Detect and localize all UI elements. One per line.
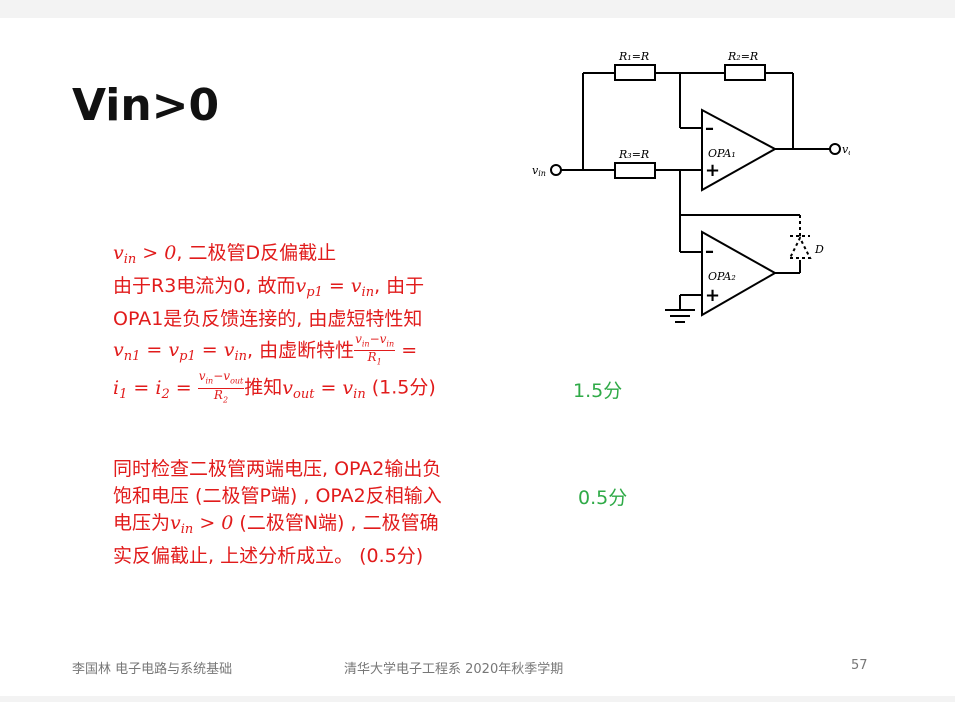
score-1: 1.5分 <box>573 380 623 402</box>
footer-course: 李国林 电子电路与系统基础 <box>72 662 233 677</box>
line-4: 实反偏截止, 上述分析成立。 (0.5分) <box>113 545 424 567</box>
label-vout: vout <box>842 143 850 157</box>
resistor-r3 <box>614 162 656 179</box>
analysis-block-2: 同时检查二极管两端电压, OPA2输出负 饱和电压 (二极管P端) , OPA2… <box>113 456 442 570</box>
line-3: OPA1是负反馈连接的, 由虚短特性知 <box>113 308 423 330</box>
circuit-diagram: – + – + R₁=R R₂=R R₃=R OPA₁ OPA₂ D vin v… <box>532 50 850 323</box>
svg-text:+: + <box>705 285 720 306</box>
vout-terminal <box>829 143 841 155</box>
label-vin: vin <box>532 164 546 178</box>
label-r2: R₂=R <box>727 50 758 63</box>
line-2: 由于R3电流为0, 故而vp1 = vin, 由于 <box>113 275 425 300</box>
line-3: 电压为vin > 0 (二极管N端) , 二极管确 <box>113 512 439 537</box>
svg-text:–: – <box>705 118 714 139</box>
svg-text:–: – <box>705 241 714 262</box>
diode-d <box>788 215 812 259</box>
label-diode: D <box>814 243 824 256</box>
resistor-r1 <box>614 64 656 81</box>
slide: Vin>0 <box>0 18 955 696</box>
label-r1: R₁=R <box>618 50 649 63</box>
opamp-opa2 <box>701 230 778 317</box>
slide-title: Vin>0 <box>72 80 220 131</box>
label-opa2: OPA₂ <box>708 270 736 283</box>
vin-terminal <box>550 164 562 176</box>
score-2: 0.5分 <box>578 487 628 509</box>
analysis-block-1: vin > 0, 二极管D反偏截止 由于R3电流为0, 故而vp1 = vin,… <box>113 240 436 408</box>
line-1: 同时检查二极管两端电压, OPA2输出负 <box>113 458 442 480</box>
resistor-r2 <box>724 64 766 81</box>
footer-department: 清华大学电子工程系 2020年秋季学期 <box>344 662 564 677</box>
opamp-opa1 <box>701 108 778 192</box>
svg-text:+: + <box>705 160 720 181</box>
label-r3: R₃=R <box>618 148 649 161</box>
label-opa1: OPA₁ <box>708 147 736 160</box>
line-1: vin > 0, 二极管D反偏截止 <box>113 242 337 267</box>
line-2: 饱和电压 (二极管P端) , OPA2反相输入 <box>113 485 442 507</box>
page-number: 57 <box>851 658 868 673</box>
